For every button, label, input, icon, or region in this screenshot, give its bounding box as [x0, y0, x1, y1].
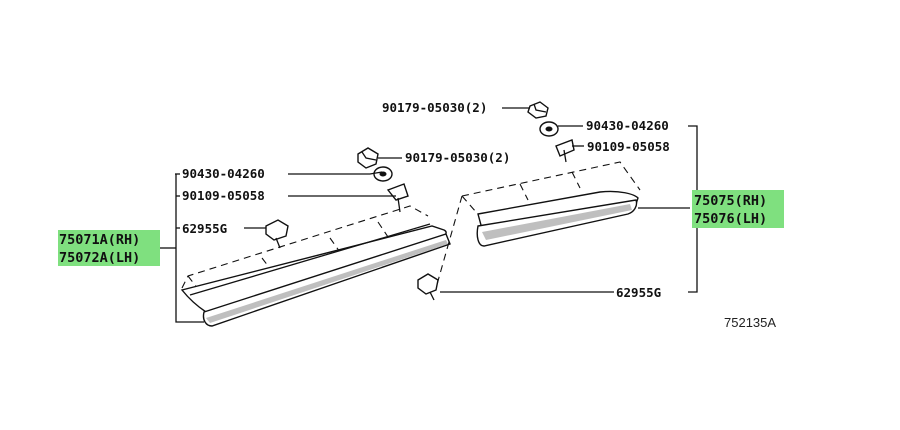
left-rocker-molding — [180, 205, 451, 327]
label-90109-left: 90109-05058 — [182, 188, 265, 203]
label-75076: 75076(LH) — [694, 211, 767, 227]
nut-90179-left-icon — [357, 147, 379, 169]
label-75071a: 75071A(RH) — [59, 232, 140, 248]
stud-90109-right-icon — [555, 139, 575, 163]
nut-90179-right-icon — [527, 101, 549, 119]
label-90179-top: 90179-05030(2) — [382, 100, 487, 115]
label-75072a: 75072A(LH) — [59, 250, 140, 266]
clip-62955g-right-icon — [417, 273, 439, 301]
leader-lines — [160, 107, 698, 323]
label-90179-mid: 90179-05030(2) — [405, 150, 510, 165]
highlight-right-molding — [692, 190, 784, 228]
washer-90430-right-icon — [539, 121, 559, 137]
label-90109-right: 90109-05058 — [587, 139, 670, 154]
label-90430-right: 90430-04260 — [586, 118, 669, 133]
label-62955g-right: 62955G — [616, 285, 661, 300]
right-rocker-molding — [435, 161, 641, 289]
washer-90430-left-icon — [373, 166, 393, 182]
clip-62955g-left-icon — [265, 219, 289, 249]
highlight-left-molding — [58, 230, 160, 266]
label-90430-left: 90430-04260 — [182, 166, 265, 181]
diagram-reference-number: 752135A — [724, 315, 776, 330]
label-75075: 75075(RH) — [694, 193, 767, 209]
label-62955g-left: 62955G — [182, 221, 227, 236]
